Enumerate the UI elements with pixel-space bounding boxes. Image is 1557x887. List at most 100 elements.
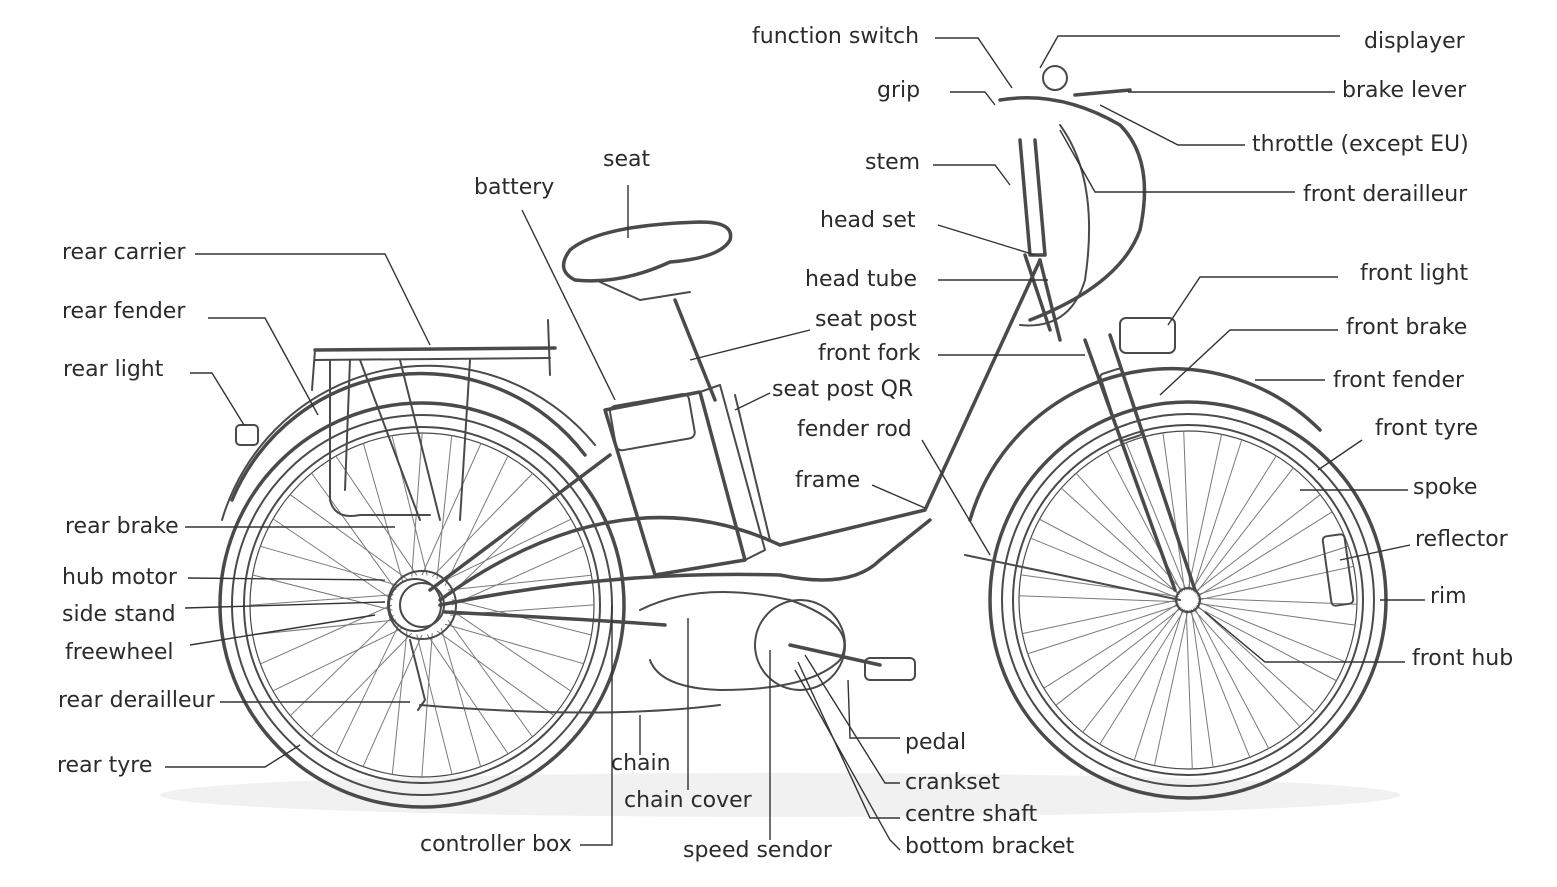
spoke-line	[1192, 439, 1243, 592]
spoke-line	[1197, 601, 1346, 663]
spoke-line	[252, 574, 393, 611]
rear-wheel	[218, 401, 626, 809]
spoke-line	[362, 443, 404, 583]
spoke-line	[1020, 574, 1179, 598]
spoke-line	[272, 518, 393, 601]
spoke-line	[1196, 604, 1315, 713]
pedal-shape	[864, 657, 916, 681]
spoke-line	[411, 432, 423, 577]
spoke-line	[362, 634, 423, 767]
spoke-line	[451, 545, 584, 606]
spoke-line	[1193, 607, 1270, 749]
label-rear-fender: rear fender	[62, 299, 186, 324]
stem-shape	[1018, 138, 1047, 257]
spoke-line	[1194, 494, 1321, 593]
displayer-shape	[1042, 65, 1068, 91]
label-seat: seat	[603, 147, 651, 172]
label-seat-post: seat post	[815, 307, 917, 332]
spoke-line	[1106, 451, 1183, 593]
spoke-line	[289, 614, 395, 717]
spoke-line	[1019, 595, 1179, 603]
front-light-shape	[1119, 317, 1176, 354]
spoke-line	[1185, 609, 1193, 769]
label-function-switch: function switch	[752, 24, 920, 49]
spoke-line	[1162, 432, 1186, 591]
label-frame: frame	[795, 468, 861, 493]
label-side-stand: side stand	[62, 602, 176, 627]
label-seat-post-qr: seat post QR	[772, 377, 914, 402]
spoke-line	[436, 435, 453, 580]
spoke-line	[1099, 609, 1186, 745]
label-head-tube: head tube	[805, 267, 917, 292]
spoke-line	[451, 609, 572, 692]
label-front-fender: front fender	[1333, 368, 1465, 393]
spoke-line	[1027, 604, 1180, 655]
label-crankset: crankset	[905, 770, 1000, 795]
label-chain: chain	[611, 751, 671, 776]
label-chain-cover: chain cover	[624, 788, 752, 813]
spoke-line	[447, 619, 533, 738]
rear-fender-shape	[230, 371, 587, 502]
spoke-line	[426, 634, 509, 755]
label-rear-carrier: rear carrier	[62, 240, 186, 265]
label-bottom-bracket: bottom bracket	[905, 834, 1075, 859]
spoke-line	[444, 455, 509, 586]
fender-rod-shape	[964, 554, 1181, 601]
rear-carrier-shape	[311, 319, 557, 521]
label-grip: grip	[877, 78, 921, 103]
spoke-line	[440, 627, 482, 767]
spoke-line	[436, 630, 555, 716]
spoke-line	[431, 472, 534, 578]
label-battery: battery	[474, 175, 555, 200]
frame-shape	[428, 253, 1062, 627]
spoke-line	[260, 545, 400, 587]
chain-cover-shape	[639, 591, 846, 691]
spoke-line	[1055, 607, 1182, 706]
label-centre-shaft: centre shaft	[905, 802, 1038, 827]
spoke-line	[1043, 602, 1179, 689]
freewheel-shape	[388, 578, 442, 632]
spoke-line	[421, 443, 482, 576]
spoke-line	[1195, 467, 1294, 594]
label-rear-brake: rear brake	[65, 514, 179, 539]
crank-shape	[788, 643, 882, 667]
spoke-line	[444, 623, 584, 665]
label-front-derailleur: front derailleur	[1303, 182, 1468, 207]
spoke-line	[1153, 609, 1189, 766]
spoke-line	[1075, 473, 1184, 592]
spoke-line	[1197, 511, 1333, 598]
label-front-hub: front hub	[1412, 646, 1514, 671]
spoke-line	[252, 619, 397, 636]
label-pedal: pedal	[905, 730, 967, 755]
spoke-line	[249, 594, 394, 606]
seat-shape	[561, 220, 733, 283]
spoke-line	[1133, 608, 1184, 761]
spoke-line	[447, 574, 592, 591]
spoke-line	[310, 632, 413, 738]
spoke-line	[1187, 434, 1223, 591]
spoke-line	[441, 518, 572, 583]
spoke-line	[1196, 545, 1349, 596]
label-rear-derailleur: rear derailleur	[58, 688, 215, 713]
label-speed-sendor: speed sendor	[683, 838, 832, 863]
spoke-line	[311, 472, 397, 591]
rear-light-shape	[235, 424, 259, 446]
spoke-line	[1189, 609, 1251, 758]
front-fender-shape	[968, 366, 1322, 522]
spoke-line	[1197, 597, 1357, 605]
spoke-line	[1022, 599, 1179, 635]
label-front-brake: front brake	[1346, 315, 1468, 340]
label-stem: stem	[865, 150, 921, 175]
ground-shadow	[160, 773, 1400, 817]
battery-shape	[603, 384, 766, 577]
spoke-line	[260, 604, 393, 665]
label-displayer: displayer	[1364, 29, 1465, 54]
spoke-line	[289, 494, 408, 580]
label-freewheel: freewheel	[65, 640, 174, 665]
label-reflector: reflector	[1415, 527, 1508, 552]
seat-post-shape	[673, 298, 717, 402]
label-front-tyre: front tyre	[1375, 416, 1479, 441]
spoke-line	[416, 634, 453, 775]
spoke-line	[1039, 518, 1181, 595]
